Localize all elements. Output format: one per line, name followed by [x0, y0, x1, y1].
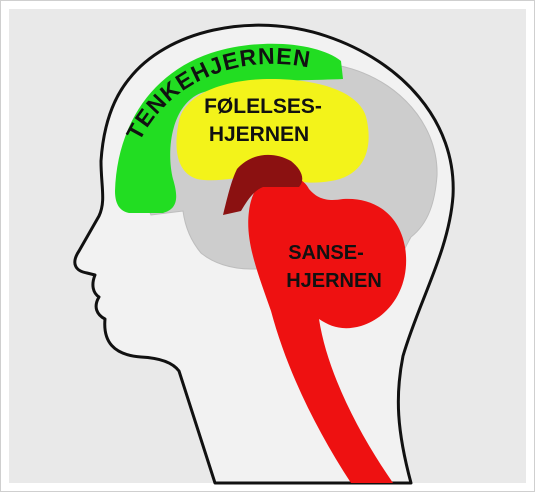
emotion-brain-label-line1: FØLELSES- — [204, 95, 322, 118]
sensory-brain-label-line2: HJERNEN — [286, 270, 382, 292]
sensory-brain-label-line1: SANSE- — [288, 242, 364, 264]
emotion-brain-label-line2: HJERNEN — [209, 123, 309, 146]
